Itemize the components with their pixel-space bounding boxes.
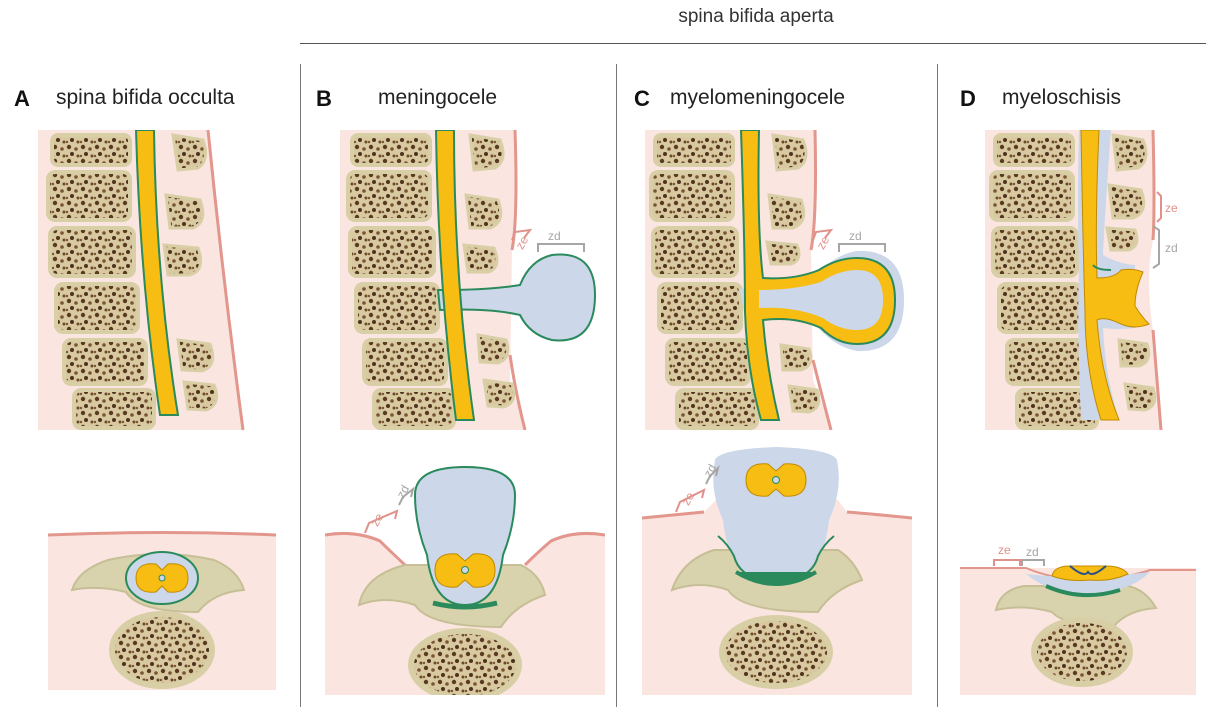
panel-d-title: myeloschisis <box>1002 86 1121 110</box>
aperta-header: spina bifida aperta <box>300 6 1212 28</box>
spinous-process <box>173 135 206 170</box>
ze-label: ze <box>368 510 387 528</box>
panel-c-sagittal: ze zd <box>645 130 910 430</box>
spinous-process <box>178 340 213 371</box>
ze-label: ze <box>679 489 698 507</box>
panel-divider <box>300 64 301 707</box>
vertebral-body <box>52 135 130 165</box>
ze-label: ze <box>998 543 1011 557</box>
spinous-process <box>164 245 201 275</box>
panel-b-sagittal: ze zd <box>340 130 605 430</box>
panel-d-letter: D <box>960 86 976 112</box>
ze-label: ze <box>1165 201 1178 215</box>
ze-label: ze <box>814 233 833 251</box>
spinous-process <box>184 382 217 410</box>
vertebral-body <box>74 390 154 428</box>
vertebral-body-axial <box>112 614 212 686</box>
panel-b-letter: B <box>316 86 332 112</box>
spinous-process <box>166 195 203 228</box>
panel-d-axial: ze zd <box>960 530 1196 695</box>
vertebral-body <box>48 172 130 220</box>
zd-label: zd <box>394 483 412 501</box>
panel-d-sagittal: ze zd <box>985 130 1185 430</box>
zd-label: zd <box>1165 241 1178 255</box>
panel-c-letter: C <box>634 86 650 112</box>
panel-b-title: meningocele <box>378 86 497 110</box>
panel-c-axial: ze zd <box>642 440 912 695</box>
aperta-header-line <box>300 43 1206 44</box>
panel-divider <box>937 64 938 707</box>
panel-divider <box>616 64 617 707</box>
panel-c-title: myelomeningocele <box>670 86 845 110</box>
vertebral-body <box>50 228 134 276</box>
panel-a-title: spina bifida occulta <box>56 86 235 110</box>
zd-label: zd <box>849 229 862 243</box>
vertebral-body <box>56 284 138 332</box>
panel-a-letter: A <box>14 86 30 112</box>
panel-a-sagittal <box>38 130 278 435</box>
zd-label: zd <box>1026 545 1039 559</box>
panel-a-axial <box>48 500 276 690</box>
zd-label: zd <box>548 229 561 243</box>
panel-b-axial: ze zd <box>325 455 605 695</box>
vertebral-body <box>64 340 146 384</box>
